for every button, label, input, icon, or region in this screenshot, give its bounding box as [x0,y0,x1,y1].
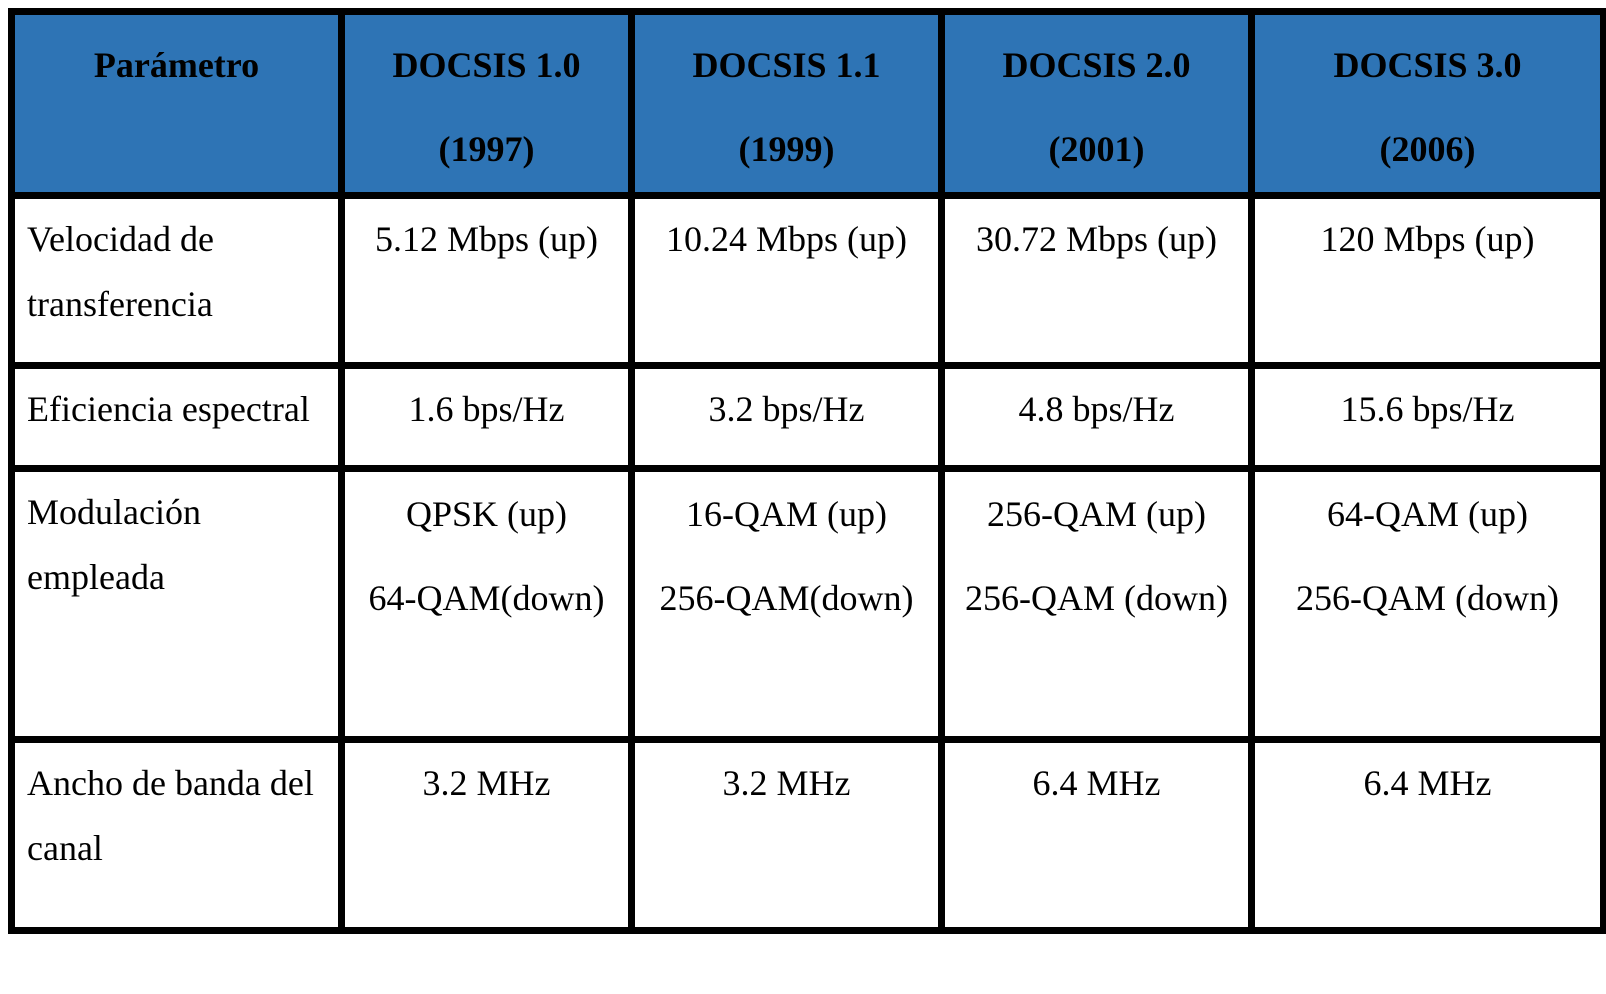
value-cell: 6.4 MHz [938,736,1255,934]
value-text-up: 256-QAM (up) [987,494,1206,534]
value-text: 120 Mbps (up) [1320,219,1535,259]
table-row-modulacion: Modulación empleada QPSK (up) 64-QAM(dow… [8,465,1606,743]
value-cell: 3.2 bps/Hz [628,362,945,472]
value-text-down: 64-QAM(down) [368,578,605,618]
value-text-down: 256-QAM (down) [965,578,1228,618]
table-row-ancho-banda: Ancho de banda del canal 3.2 MHz 3.2 MHz… [8,736,1606,934]
value-text: 30.72 Mbps (up) [976,219,1217,259]
value-text-down: 256-QAM(down) [659,578,914,618]
value-cell: 4.8 bps/Hz [938,362,1255,472]
header-version-year: (1999) [738,129,835,169]
value-text-up: 64-QAM (up) [1327,494,1528,534]
header-version-year: (1997) [438,129,535,169]
table-row-velocidad: Velocidad de transferencia 5.12 Mbps (up… [8,192,1606,369]
value-cell: 256-QAM (up) 256-QAM (down) [938,465,1255,743]
header-version-name: DOCSIS 1.1 [692,45,881,85]
value-text: 6.4 MHz [1363,763,1492,803]
value-text: 6.4 MHz [1032,763,1161,803]
value-cell: 16-QAM (up) 256-QAM(down) [628,465,945,743]
param-label: Velocidad de transferencia [27,219,214,324]
value-cell: 120 Mbps (up) [1248,192,1606,369]
value-cell: 6.4 MHz [1248,736,1606,934]
param-cell: Modulación empleada [8,465,345,743]
value-text: 15.6 bps/Hz [1340,389,1515,429]
value-text: 4.8 bps/Hz [1018,389,1175,429]
value-cell: 64-QAM (up) 256-QAM (down) [1248,465,1606,743]
value-cell: 30.72 Mbps (up) [938,192,1255,369]
header-version-name: DOCSIS 2.0 [1002,45,1191,85]
value-cell: 1.6 bps/Hz [338,362,635,472]
header-docsis-2-0: DOCSIS 2.0 (2001) [938,8,1255,199]
param-cell: Velocidad de transferencia [8,192,345,369]
param-cell: Ancho de banda del canal [8,736,345,934]
header-version-name: DOCSIS 3.0 [1333,45,1522,85]
value-text: 3.2 bps/Hz [708,389,865,429]
value-text-up: QPSK (up) [405,494,567,534]
value-cell: 3.2 MHz [338,736,635,934]
header-version-year: (2001) [1048,129,1145,169]
value-text: 10.24 Mbps (up) [666,219,907,259]
value-text: 1.6 bps/Hz [408,389,565,429]
header-version-name: DOCSIS 1.0 [392,45,581,85]
param-label: Modulación empleada [27,492,201,597]
value-text-down: 256-QAM (down) [1296,578,1559,618]
value-text: 3.2 MHz [722,763,851,803]
header-docsis-1-1: DOCSIS 1.1 (1999) [628,8,945,199]
value-text-up: 16-QAM (up) [686,494,887,534]
value-cell: 10.24 Mbps (up) [628,192,945,369]
header-param-label: Parámetro [93,45,260,85]
value-text: 5.12 Mbps (up) [375,219,598,259]
table-header-row: Parámetro DOCSIS 1.0 (1997) DOCSIS 1.1 (… [8,8,1606,199]
value-cell: 15.6 bps/Hz [1248,362,1606,472]
header-docsis-1-0: DOCSIS 1.0 (1997) [338,8,635,199]
value-cell: QPSK (up) 64-QAM(down) [338,465,635,743]
value-text: 3.2 MHz [422,763,551,803]
header-docsis-3-0: DOCSIS 3.0 (2006) [1248,8,1606,199]
param-label: Eficiencia espectral [27,389,310,429]
header-param: Parámetro [8,8,345,199]
value-cell: 5.12 Mbps (up) [338,192,635,369]
header-version-year: (2006) [1379,129,1476,169]
table-row-eficiencia: Eficiencia espectral 1.6 bps/Hz 3.2 bps/… [8,362,1606,472]
value-cell: 3.2 MHz [628,736,945,934]
docsis-comparison-table: Parámetro DOCSIS 1.0 (1997) DOCSIS 1.1 (… [8,8,1606,934]
param-cell: Eficiencia espectral [8,362,345,472]
param-label: Ancho de banda del canal [27,763,314,868]
